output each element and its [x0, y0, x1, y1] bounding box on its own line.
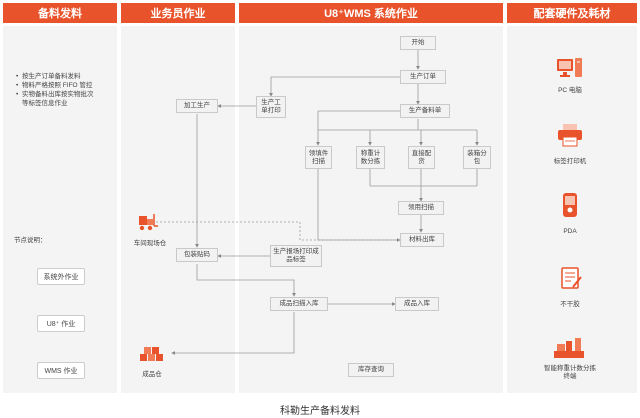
note-item: 实物备料出库按实物批次 — [16, 90, 116, 99]
node-print-order: 生产工单打印 — [256, 96, 286, 118]
forklift-icon — [137, 212, 159, 237]
column-header-hardware: 配套硬件及耗材 — [507, 3, 637, 23]
hardware-label-pda: PDA — [563, 228, 577, 235]
hardware-label-scale: 智能称重计数分拣终端 — [544, 365, 596, 380]
hardware-label-pc: PC 电脑 — [558, 87, 582, 94]
node-start: 开始 — [400, 36, 436, 50]
sticker-icon — [560, 266, 582, 295]
legend-u8: U8⁺ 作业 — [37, 315, 85, 332]
node-material-out: 材料出库 — [400, 233, 444, 247]
workshop-label: 车间现场仓 — [133, 240, 167, 247]
legend-wms: WMS 作业 — [37, 362, 85, 379]
node-report-print: 生产报场打印成品标签 — [270, 245, 322, 267]
node-finish-in: 成品入库 — [395, 297, 439, 311]
node-direct-dispatch: 直接配货 — [408, 146, 435, 169]
column-body-worker — [121, 26, 235, 393]
note-item: 等标签信息作业 — [22, 100, 68, 107]
node-finish-scan: 成品扫描入库 — [270, 297, 328, 311]
pda-icon — [562, 192, 578, 223]
scale-icon — [553, 336, 585, 365]
node-label-scan: 领填件扫描 — [305, 146, 332, 169]
pc-icon — [556, 56, 584, 85]
node-box-pack: 装箱分包 — [463, 146, 491, 169]
column-header-wms: U8⁺WMS 系统作业 — [239, 3, 503, 23]
node-process: 加工生产 — [176, 99, 218, 113]
hardware-label-printer: 标签打印机 — [553, 158, 587, 165]
node-production-order: 生产订单 — [400, 70, 446, 84]
diagram-caption: 科勒生产备料发料 — [280, 406, 360, 417]
printer-icon — [557, 123, 583, 152]
column-header-materials: 备料发料 — [3, 3, 117, 23]
hardware-label-sticker: 不干胶 — [560, 301, 580, 308]
finished-warehouse-label: 成品仓 — [142, 371, 162, 378]
node-material-list: 生产备料单 — [400, 104, 450, 118]
note-item: 按生产订单备料发料 — [16, 72, 116, 81]
legend-external: 系统外作业 — [37, 268, 85, 285]
node-pick-scan: 领用扫描 — [398, 201, 444, 215]
node-weigh-count: 称重计数分拣 — [356, 146, 385, 169]
note-item: 物料严格按照 FIFO 管控 — [16, 81, 116, 90]
legend-title: 节点说明： — [14, 237, 47, 244]
stacked-goods-icon — [139, 344, 165, 367]
process-notes: 按生产订单备料发料 物料严格按照 FIFO 管控 实物备料出库按实物批次 等标签… — [16, 72, 116, 108]
node-inventory: 库存查询 — [348, 363, 394, 377]
column-header-worker: 业务员作业 — [121, 3, 235, 23]
column-body-wms — [239, 26, 503, 393]
node-pack: 包装贴码 — [176, 248, 218, 262]
